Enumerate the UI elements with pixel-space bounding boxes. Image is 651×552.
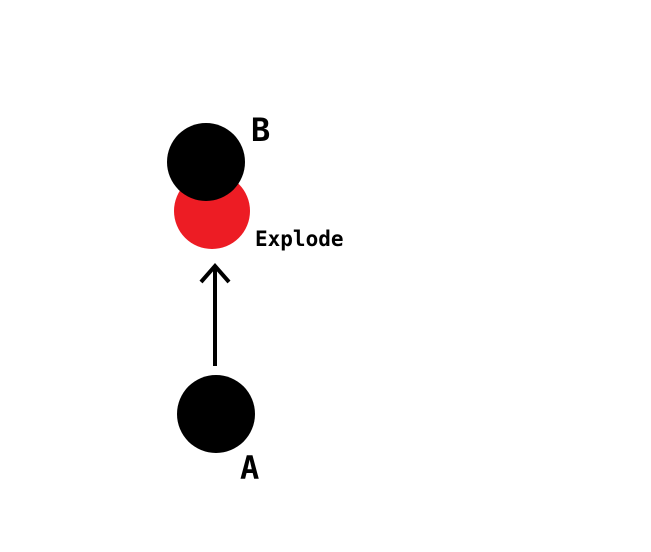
arrow-head-icon bbox=[199, 262, 231, 284]
ball-b bbox=[167, 123, 245, 201]
ball-a bbox=[177, 375, 255, 453]
label-explode: Explode bbox=[255, 227, 344, 251]
label-a: A bbox=[240, 449, 260, 487]
label-b: B bbox=[251, 111, 271, 149]
